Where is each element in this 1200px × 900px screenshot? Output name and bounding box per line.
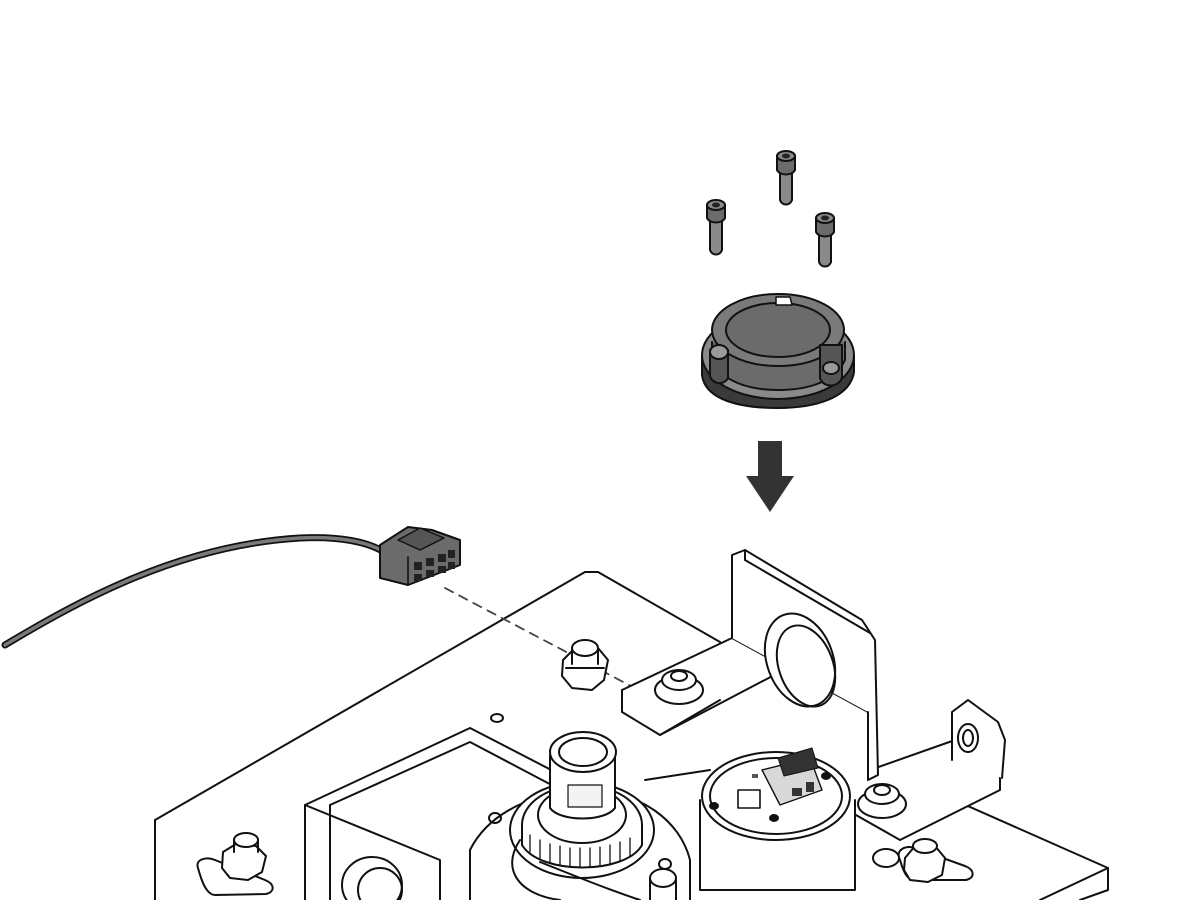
cap-screw <box>706 199 726 256</box>
hex-nut-center <box>561 639 609 691</box>
gear-housing <box>304 727 591 900</box>
hex-nut-left <box>196 832 274 896</box>
cap-screw <box>815 212 835 268</box>
encoder-cover <box>701 293 855 409</box>
encoder-board <box>699 747 856 891</box>
cap-screw <box>776 150 796 206</box>
hex-nut-right <box>649 838 974 900</box>
mounting-bracket <box>621 549 1006 841</box>
base-plate <box>154 571 1109 900</box>
pulley-gear <box>469 731 711 900</box>
insert-direction-arrow-icon <box>746 441 794 512</box>
connector-cable <box>1 526 461 649</box>
